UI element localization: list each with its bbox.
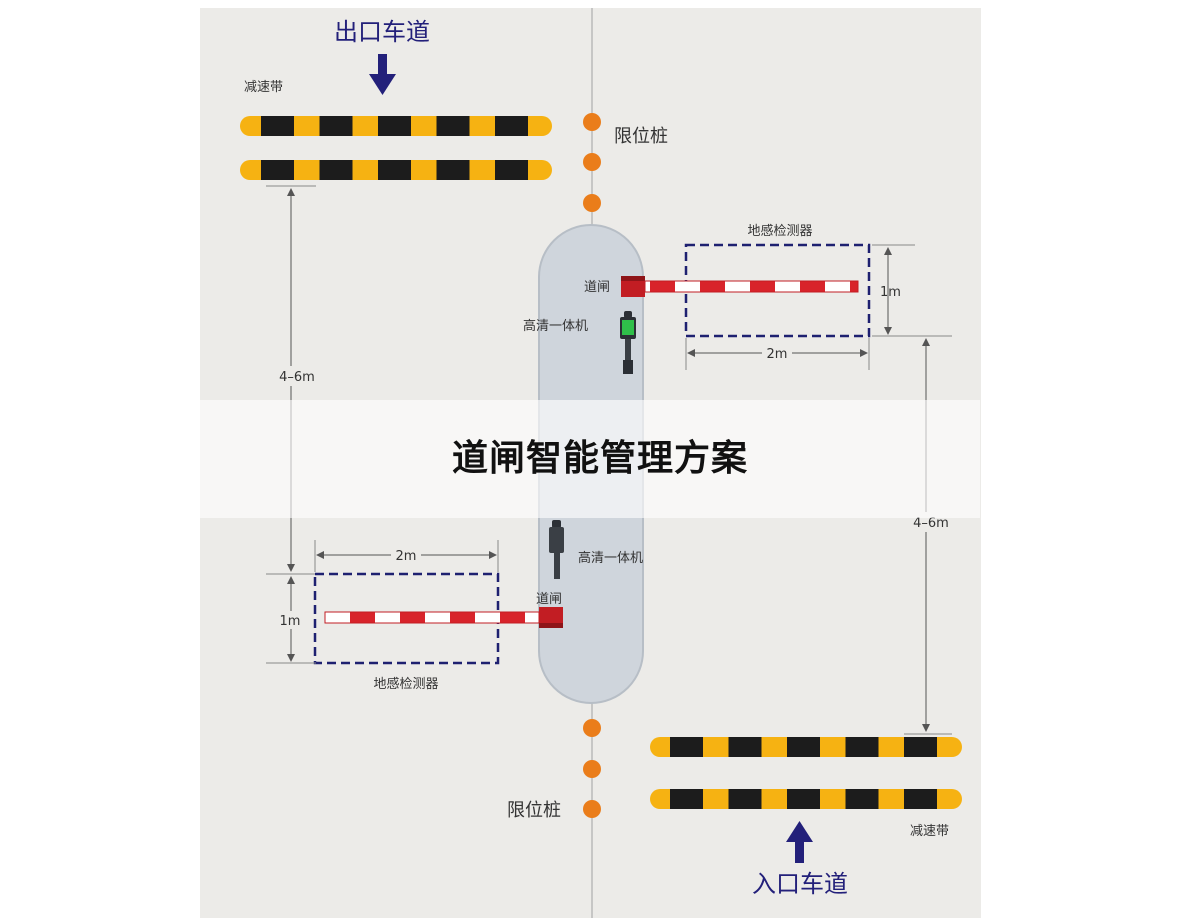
barrier-top-housing xyxy=(621,276,645,297)
barrier-top-arm xyxy=(644,280,859,293)
barrier-bottom-housing xyxy=(539,607,563,628)
entry-lane-label: 入口车道 xyxy=(752,870,848,898)
speed-bump-bottom-2 xyxy=(650,789,962,809)
detector-bottom-depth-label: 1m xyxy=(280,614,301,629)
detector-bottom-depth-label-bg xyxy=(276,611,304,629)
detector-bottom-label: 地感检测器 xyxy=(373,676,438,692)
detector-bottom-width-label-bg xyxy=(391,546,421,564)
detector-bottom-width-label: 2m xyxy=(396,549,417,564)
entry-arrow-icon xyxy=(786,821,813,863)
camera-bottom-icon xyxy=(549,520,564,579)
detector-top-depth-label: 1m xyxy=(880,285,901,300)
exit-lane-label: 出口车道 xyxy=(334,18,430,46)
detector-top-width-label: 2m xyxy=(767,347,788,362)
limit-post-bottom-3 xyxy=(583,800,601,818)
exit-arrow-icon xyxy=(369,54,396,95)
barrier-bottom-housing-cap xyxy=(539,623,563,628)
limit-post-top-2 xyxy=(583,153,601,171)
distance-left-label: 4–6m xyxy=(279,370,315,385)
limit-post-top-1 xyxy=(583,113,601,131)
barrier-bottom-label: 道闸 xyxy=(536,592,562,607)
speed-bump-bottom-label: 减速带 xyxy=(910,824,949,839)
limit-post-bottom-label: 限位桩 xyxy=(507,800,561,821)
title-band xyxy=(200,400,980,518)
distance-left-label-bg xyxy=(271,366,319,386)
speed-bump-top-label: 减速带 xyxy=(244,80,283,95)
barrier-top-housing-cap xyxy=(621,276,645,281)
speed-bump-bottom-1 xyxy=(650,737,962,757)
detector-top-label: 地感检测器 xyxy=(747,223,812,239)
limit-post-top-3 xyxy=(583,194,601,212)
speed-bump-top-1 xyxy=(240,116,552,136)
camera-bottom-label: 高清一体机 xyxy=(578,550,643,566)
barrier-top-label: 道闸 xyxy=(584,280,610,295)
camera-top-label: 高清一体机 xyxy=(523,318,588,334)
detector-top-loop xyxy=(684,243,871,338)
page-title: 道闸智能管理方案 xyxy=(451,438,748,479)
limit-post-bottom-1 xyxy=(583,719,601,737)
speed-bump-top-2 xyxy=(240,160,552,180)
limit-post-top-label: 限位桩 xyxy=(614,126,668,147)
distance-right-label: 4–6m xyxy=(913,516,949,531)
camera-top-icon xyxy=(620,311,636,374)
barrier-bottom-arm xyxy=(324,611,540,624)
detector-top-width-label-bg xyxy=(762,344,792,362)
limit-post-bottom-2 xyxy=(583,760,601,778)
